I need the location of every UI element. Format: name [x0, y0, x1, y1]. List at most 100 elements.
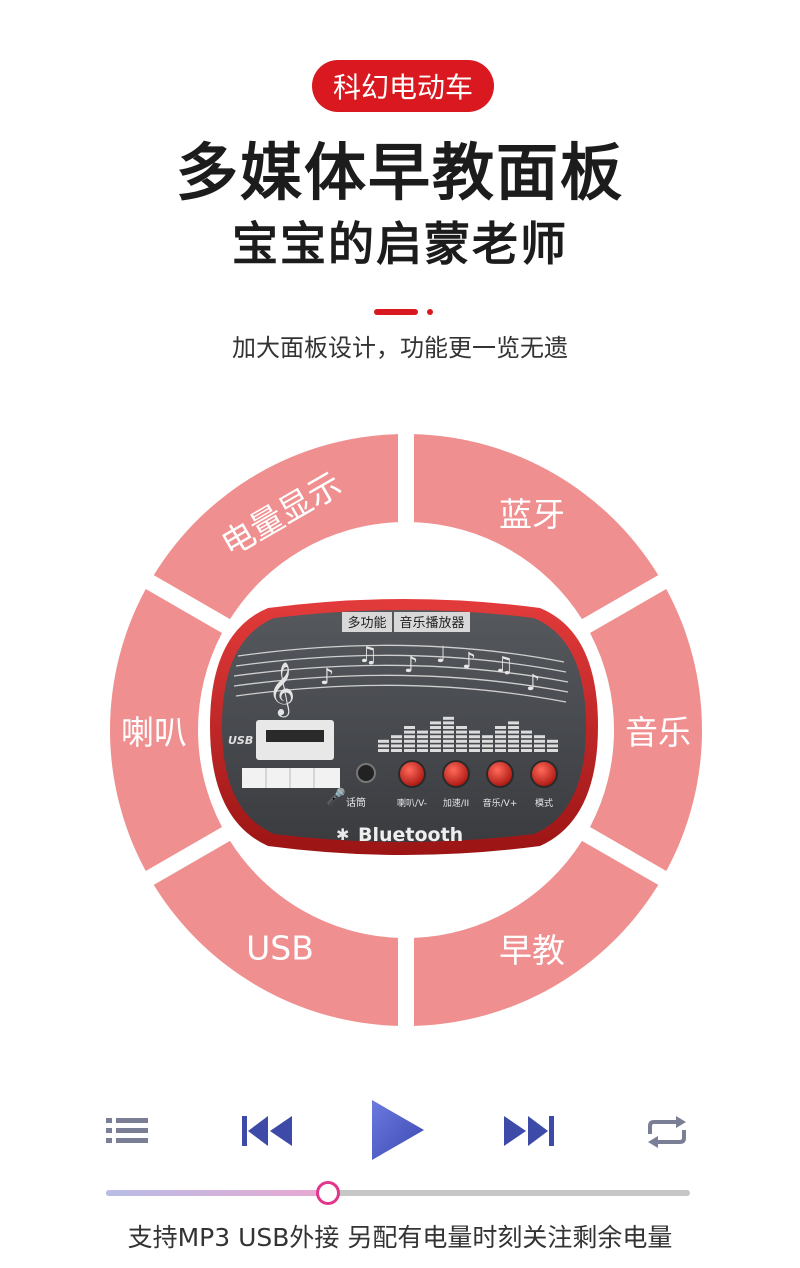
treble-clef-icon: 𝄞 — [268, 661, 295, 717]
page-description: 加大面板设计，功能更一览无遗 — [232, 334, 568, 362]
equalizer-cell — [508, 744, 519, 748]
feature-label: 蓝牙 — [499, 494, 565, 534]
equalizer-cell — [547, 744, 558, 748]
equalizer-cell — [430, 730, 441, 734]
equalizer-cell — [404, 749, 415, 752]
music-note-icon: ♪ — [404, 653, 418, 678]
music-note-icon: ♫ — [494, 653, 514, 678]
feature-segment-0 — [153, 434, 399, 620]
feature-segment-3 — [413, 840, 659, 1026]
equalizer-cell — [495, 749, 506, 752]
music-note-icon: ♪ — [526, 671, 540, 696]
top-label-box-a — [342, 612, 392, 632]
feature-segment-4 — [153, 840, 399, 1026]
equalizer-cell — [404, 735, 415, 739]
divider-dot — [427, 309, 433, 315]
equalizer-cell — [391, 749, 402, 752]
equalizer-cell — [430, 749, 441, 752]
device-button-label: 加速/II — [443, 798, 469, 809]
equalizer-cell — [521, 730, 532, 734]
category-tag: 科幻电动车 — [312, 60, 494, 112]
progress-fill — [106, 1190, 328, 1196]
equalizer-cell — [547, 739, 558, 743]
equalizer-cell — [430, 739, 441, 743]
equalizer-cell — [534, 749, 545, 752]
equalizer-cell — [404, 744, 415, 748]
feature-label: 音乐 — [625, 713, 691, 752]
music-notes: ♪ ♫ ♪ ♩ ♪ ♫ ♪ — [320, 643, 540, 696]
equalizer-cell — [508, 726, 519, 729]
equalizer-cell — [404, 739, 415, 743]
equalizer-cell — [495, 744, 506, 748]
equalizer-cell — [495, 726, 506, 729]
equalizer-cell — [534, 739, 545, 743]
page-subtitle: 宝宝的启蒙老师 — [232, 217, 568, 271]
player-controls — [0, 1090, 800, 1180]
device-button-label: 模式 — [535, 797, 553, 809]
feature-label: USB — [246, 928, 314, 968]
mic-icon: 🎤 — [326, 787, 346, 806]
previous-icon[interactable] — [240, 1114, 294, 1148]
equalizer-cell — [378, 739, 389, 743]
equalizer-cell — [456, 730, 467, 734]
music-note-icon: ♪ — [320, 665, 334, 690]
equalizer-cell — [378, 744, 389, 748]
feature-label: 早教 — [499, 931, 565, 971]
equalizer-cell — [547, 749, 558, 752]
play-icon[interactable] — [368, 1098, 426, 1162]
playlist-icon[interactable] — [106, 1116, 148, 1146]
equalizer-cell — [508, 721, 519, 725]
progress-bar[interactable] — [106, 1181, 690, 1205]
next-icon[interactable] — [502, 1114, 556, 1148]
equalizer-cell — [469, 735, 480, 739]
equalizer-cell — [469, 739, 480, 743]
equalizer-cell — [404, 726, 415, 729]
battery-display — [242, 768, 340, 788]
device-button — [398, 760, 426, 788]
equalizer-cell — [391, 735, 402, 739]
equalizer-cell — [456, 735, 467, 739]
equalizer-cell — [443, 721, 454, 725]
divider-dash — [374, 309, 418, 315]
equalizer-cell — [456, 739, 467, 743]
feature-label: 喇叭 — [121, 713, 187, 752]
equalizer-cell — [521, 739, 532, 743]
equalizer-cell — [534, 735, 545, 739]
equalizer-cell — [430, 735, 441, 739]
equalizer-cell — [508, 749, 519, 752]
equalizer-cell — [417, 744, 428, 748]
feature-segment-5 — [109, 588, 223, 872]
feature-segment-2 — [589, 588, 702, 872]
feature-segment-1 — [413, 434, 659, 620]
equalizer-cell — [495, 730, 506, 734]
bluetooth-icon: ✱ — [336, 825, 349, 844]
music-note-icon: ♪ — [462, 649, 476, 674]
equalizer-cell — [417, 730, 428, 734]
device-button — [442, 760, 470, 788]
equalizer-cell — [443, 735, 454, 739]
mic-jack — [356, 763, 376, 783]
equalizer-cell — [469, 744, 480, 748]
music-staff — [233, 644, 569, 703]
brand-label: Bluetooth — [358, 824, 463, 846]
equalizer-cell — [521, 744, 532, 748]
equalizer-cell — [391, 739, 402, 743]
equalizer-cell — [508, 739, 519, 743]
equalizer-cell — [443, 730, 454, 734]
repeat-icon[interactable] — [644, 1114, 690, 1150]
top-label-a: 多功能 — [347, 615, 386, 631]
top-label-b: 音乐播放器 — [399, 615, 464, 631]
music-note-icon: ♫ — [358, 643, 378, 668]
equalizer-cell — [482, 739, 493, 743]
device-button — [530, 760, 558, 788]
equalizer-cell — [495, 739, 506, 743]
equalizer-cell — [430, 744, 441, 748]
usb-icon: USB — [228, 734, 253, 747]
equalizer-cell — [508, 730, 519, 734]
device-button-label: 音乐/V+ — [483, 797, 518, 809]
equalizer-cell — [521, 749, 532, 752]
equalizer-cell — [495, 735, 506, 739]
device-button — [486, 760, 514, 788]
progress-knob[interactable] — [315, 1181, 340, 1205]
